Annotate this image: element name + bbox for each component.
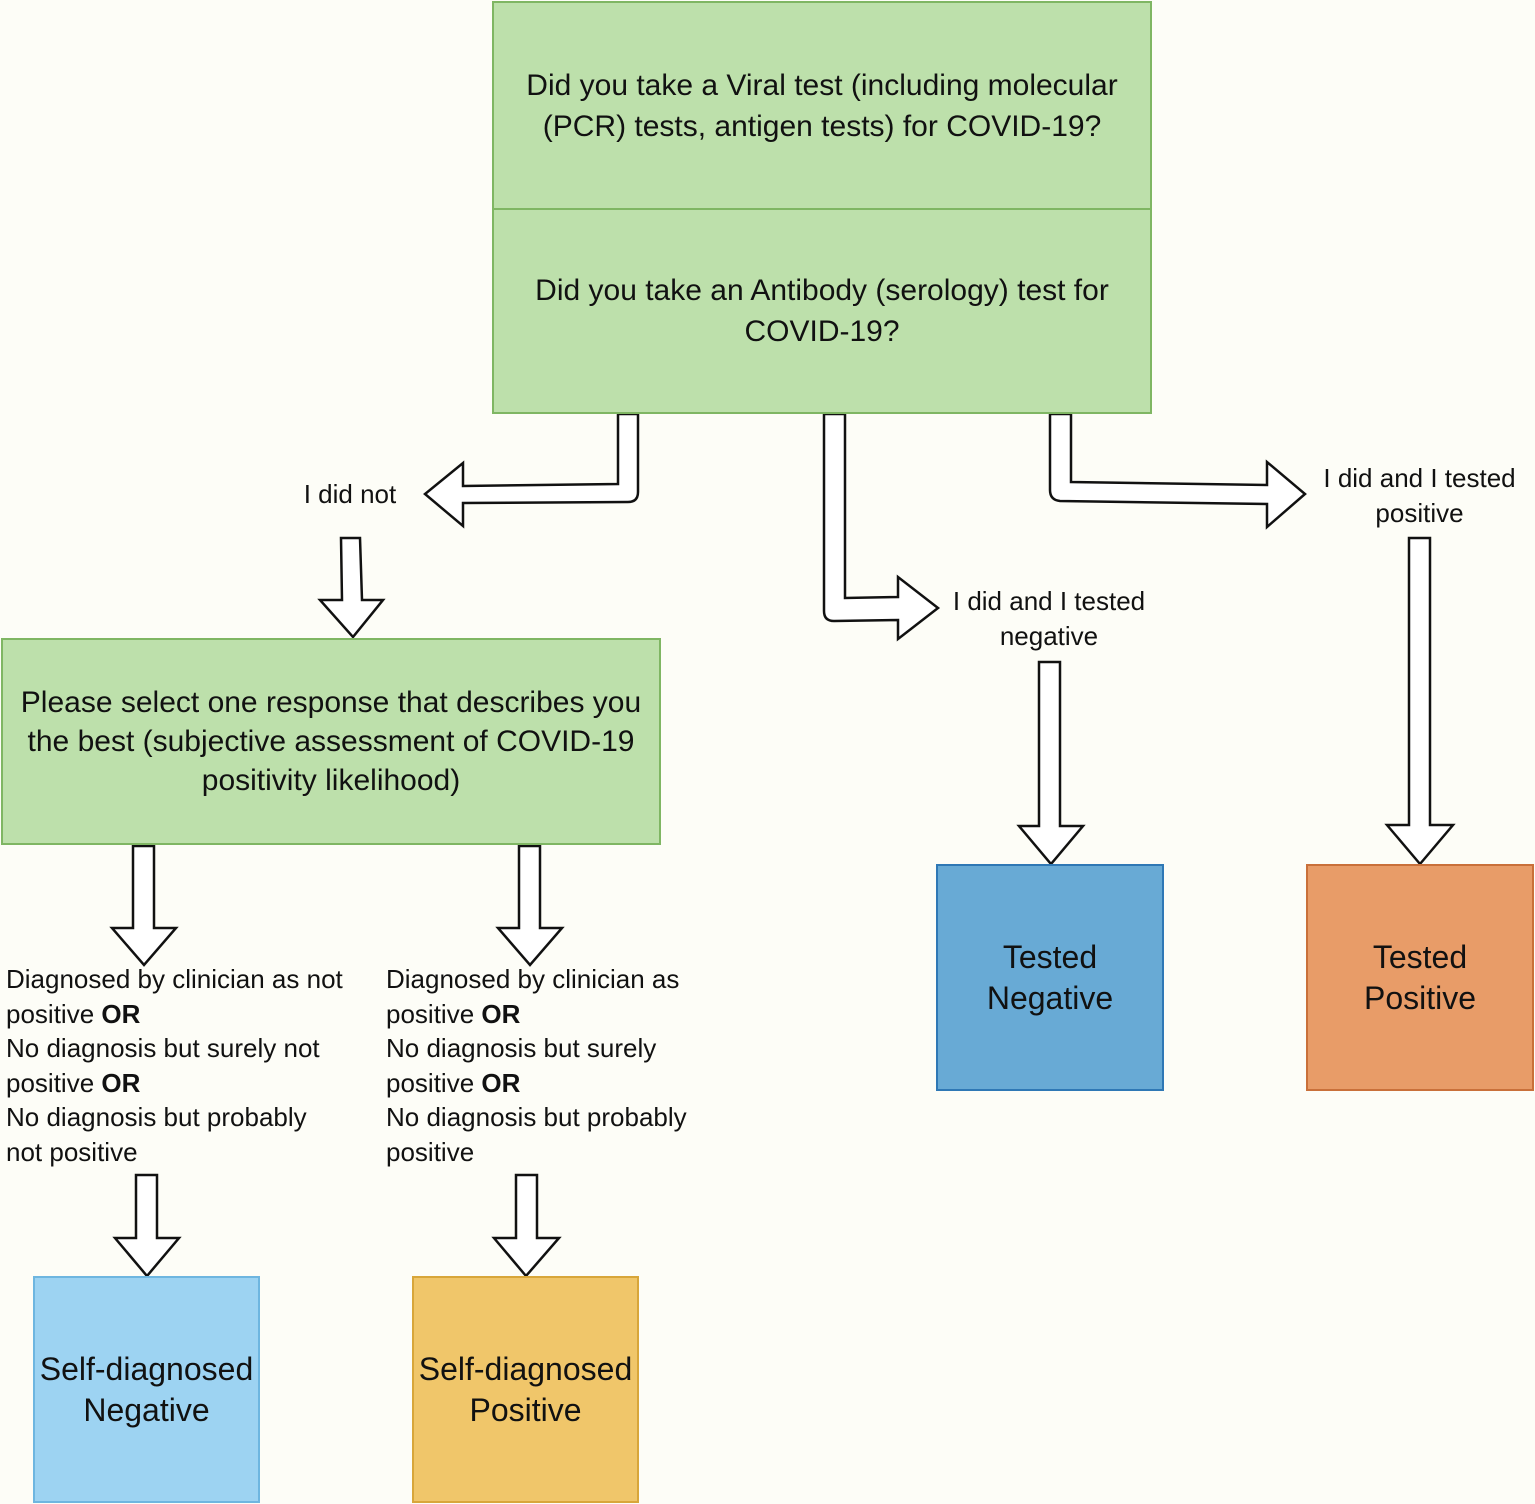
branch-label-did-not: I did not — [303, 479, 397, 509]
arrow-to-tested-negative — [1016, 660, 1086, 866]
arrow-to-did-not — [423, 412, 640, 529]
right-option-2: No diagnosis but surely positive — [386, 1033, 657, 1098]
right-option-1: Diagnosed by clinician as positive — [386, 964, 680, 1029]
left-option-2: No diagnosis but surely not positive — [6, 1033, 320, 1098]
outcome-tested-negative: Tested Negative — [936, 864, 1164, 1091]
arrow-to-right-list — [495, 844, 565, 967]
left-or-1: OR — [101, 998, 141, 1029]
left-option-3: No diagnosis but probably not positive — [6, 1102, 307, 1167]
self-positive-label: Self-diagnosed Positive — [418, 1350, 633, 1428]
viral-test-question: Did you take a Viral test (including mol… — [526, 68, 1118, 143]
arrow-to-left-list — [109, 844, 179, 967]
left-or-2: OR — [101, 1067, 141, 1098]
select-response-text: Please select one response that describe… — [20, 686, 642, 797]
outcome-self-diagnosed-negative: Self-diagnosed Negative — [33, 1276, 260, 1503]
branch-label-tested-positive: I did and I tested positive — [1323, 463, 1516, 528]
left-option-1: Diagnosed by clinician as not positive — [6, 964, 343, 1029]
antibody-test-question: Did you take an Antibody (serology) test… — [535, 274, 1109, 348]
not-positive-options: Diagnosed by clinician as not positive O… — [6, 962, 346, 1169]
outcome-tested-positive: Tested Positive — [1306, 864, 1534, 1091]
right-or-2: OR — [481, 1067, 521, 1098]
tested-negative-label: Tested Negative — [986, 938, 1114, 1016]
arrow-to-tested-positive — [1384, 536, 1456, 866]
positive-options: Diagnosed by clinician as positive OR No… — [386, 962, 726, 1169]
arrow-to-tested-negative-label — [822, 412, 941, 642]
test-question-box: Did you take a Viral test (including mol… — [492, 1, 1152, 414]
right-or-1: OR — [481, 998, 521, 1029]
arrow-to-tested-positive-label — [1048, 412, 1307, 530]
tested-positive-label: Tested Positive — [1363, 938, 1477, 1016]
right-option-3: No diagnosis but probably positive — [386, 1102, 687, 1167]
outcome-self-diagnosed-positive: Self-diagnosed Positive — [412, 1276, 639, 1503]
arrow-to-self-negative — [112, 1173, 182, 1278]
question-divider — [494, 208, 1150, 210]
arrow-to-select-box — [317, 536, 386, 639]
self-negative-label: Self-diagnosed Negative — [39, 1350, 254, 1428]
arrow-to-self-positive — [491, 1173, 562, 1278]
select-response-box: Please select one response that describe… — [1, 638, 661, 845]
branch-label-tested-negative: I did and I tested negative — [952, 586, 1146, 651]
